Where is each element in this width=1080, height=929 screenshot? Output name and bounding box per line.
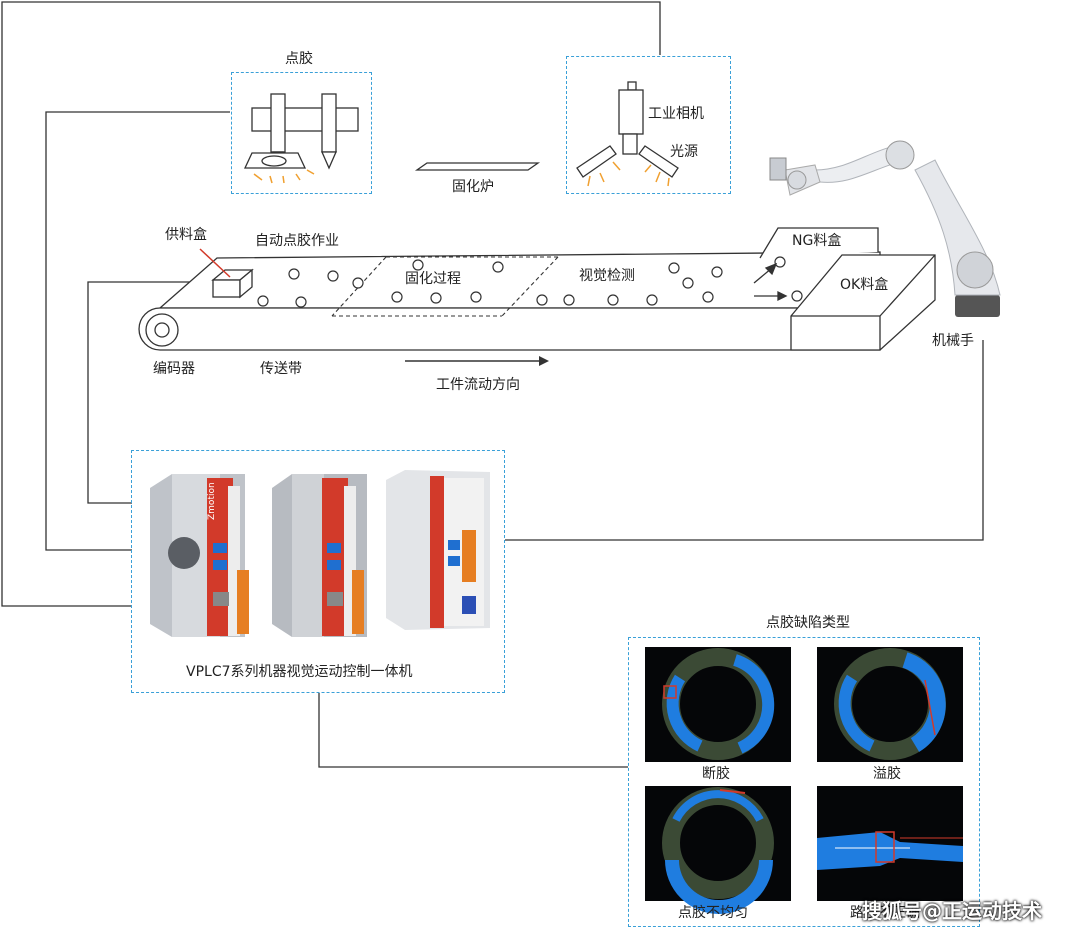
defect-label-overflow: 溢胶 <box>873 766 901 782</box>
curing-zone <box>331 256 559 317</box>
controller-box <box>131 450 505 693</box>
defect-label-path: 路径不正确 <box>850 905 920 921</box>
defect-label-break: 断胶 <box>702 766 730 782</box>
feeder-pointer <box>199 248 231 278</box>
defect-wire <box>318 693 628 768</box>
defects-title: 点胶缺陷类型 <box>766 615 850 631</box>
feeder-label: 供料盒 <box>165 227 207 243</box>
flow-direction-label: 工件流动方向 <box>436 377 520 393</box>
controller-caption: VPLC7系列机器视觉运动控制一体机 <box>186 664 413 680</box>
camera-label: 工业相机 <box>648 106 704 122</box>
robot-arm-illustration <box>769 140 1001 317</box>
camera-wire <box>1 1 661 607</box>
dispensing-label: 点胶 <box>285 51 313 67</box>
watermark: 搜狐号@正运动技术 <box>862 899 1042 923</box>
ok-box-label: OK料盒 <box>840 277 889 293</box>
connection-lines <box>1 1 984 768</box>
curing-oven-label: 固化炉 <box>452 179 494 195</box>
workpieces <box>257 256 803 308</box>
light-glow <box>587 161 670 187</box>
auto-dispensing-label: 自动点胶作业 <box>255 233 339 249</box>
defect-thumbnails <box>645 647 963 914</box>
belt-label: 传送带 <box>260 361 302 377</box>
robot-wire <box>505 340 984 541</box>
ng-box-label: NG料盒 <box>792 233 842 249</box>
curing-process-label: 固化过程 <box>405 271 461 287</box>
curing-oven-shape <box>414 162 541 171</box>
inspection-label: 视觉检测 <box>579 268 635 284</box>
flow-arrow-head <box>539 356 549 366</box>
defects-box <box>628 637 980 927</box>
feeder-wire <box>87 281 213 504</box>
conveyor-belt <box>138 227 936 351</box>
dispenser-machine <box>243 93 359 170</box>
encoder-label: 编码器 <box>153 361 195 377</box>
dispenser-glow <box>253 169 315 184</box>
camera-rig <box>576 81 679 178</box>
light-source-label: 光源 <box>670 144 698 160</box>
sort-arrows <box>753 262 788 302</box>
dispensing-station-box <box>231 72 372 194</box>
controller-units <box>150 470 490 637</box>
defect-label-uneven: 点胶不均匀 <box>678 905 748 921</box>
dispenser-wire <box>45 111 230 551</box>
robot-arm-label: 机械手 <box>932 333 974 349</box>
camera-station-box <box>566 56 731 194</box>
controller-brand-1: Zmotion <box>207 482 217 520</box>
